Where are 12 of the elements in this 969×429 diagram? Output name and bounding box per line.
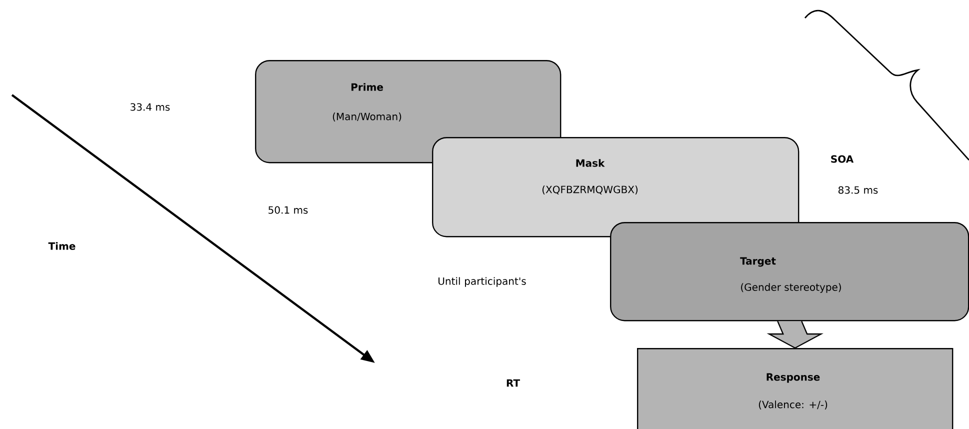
- annotation: SOA: [831, 155, 854, 163]
- annotation: Time: [48, 242, 76, 250]
- stimulus-box: Response (Valence: +/-): [637, 348, 954, 429]
- stimulus-box: Mask (XQFBZRMQWGBX): [432, 137, 800, 238]
- annotation: RT: [506, 379, 520, 387]
- block-arrow: [766, 320, 824, 349]
- stimulus-box: Prime (Man/Woman): [255, 60, 562, 164]
- annotation: 50.1 ms: [268, 206, 308, 214]
- annotation: 83.5 ms: [838, 186, 878, 194]
- stimulus-box: Target (Gender stereotype): [610, 222, 969, 322]
- annotation: Until participant's: [438, 277, 526, 287]
- annotation: 33.4 ms: [130, 103, 170, 111]
